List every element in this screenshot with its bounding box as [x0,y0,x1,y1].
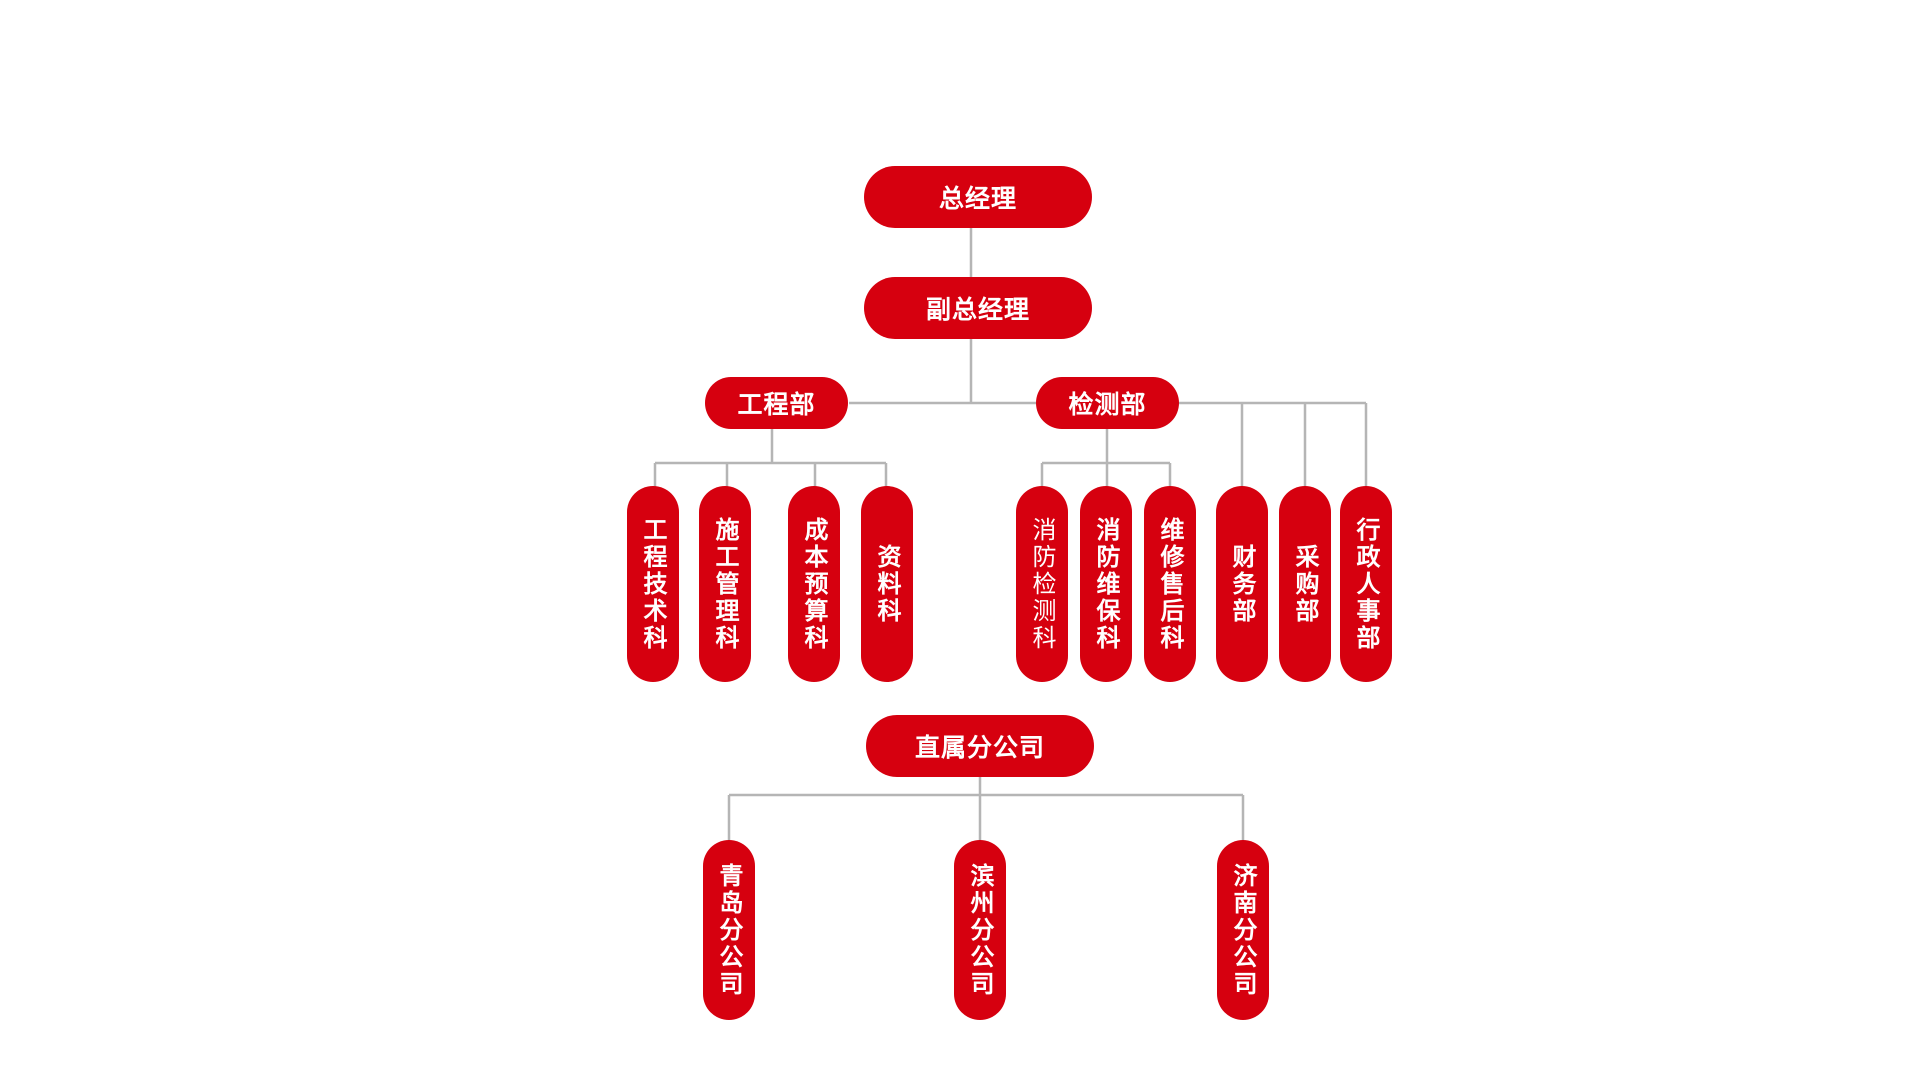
branch-box: 青岛分公司 [703,840,755,1020]
branch-label: 济南分公司 [1229,862,1257,998]
testing-unit-box: 消防维保科 [1080,486,1132,682]
branch-box: 济南分公司 [1217,840,1269,1020]
branch-label: 滨州分公司 [966,862,994,998]
other-dept-label: 采购部 [1291,543,1319,625]
branch-label: 青岛分公司 [715,862,743,998]
deputy-general-manager-box: 副总经理 [864,277,1092,339]
engineering-dept-box: 工程部 [705,377,848,429]
engineering-unit-label: 施工管理科 [711,516,739,652]
other-dept-box: 行政人事部 [1340,486,1392,682]
engineering-unit-label: 工程技术科 [639,516,667,652]
testing-unit-box: 消防检测科 [1016,486,1068,682]
testing-dept-box: 检测部 [1036,377,1179,429]
engineering-unit-label: 成本预算科 [800,516,828,652]
branches-box: 直属分公司 [866,715,1094,777]
engineering-unit-box: 工程技术科 [627,486,679,682]
other-dept-label: 财务部 [1228,543,1256,625]
other-dept-box: 采购部 [1279,486,1331,682]
testing-unit-box: 维修售后科 [1144,486,1196,682]
testing-unit-label: 消防检测科 [1028,516,1056,652]
branches-label: 直属分公司 [914,733,1045,762]
testing-dept-label: 检测部 [1068,390,1147,419]
general-manager-label: 总经理 [938,184,1017,213]
engineering-dept-label: 工程部 [737,390,816,419]
testing-unit-label: 维修售后科 [1156,516,1184,652]
engineering-unit-box: 资料科 [861,486,913,682]
other-dept-box: 财务部 [1216,486,1268,682]
engineering-unit-box: 施工管理科 [699,486,751,682]
deputy-general-manager-label: 副总经理 [925,295,1030,324]
testing-unit-label: 消防维保科 [1092,516,1120,652]
engineering-unit-box: 成本预算科 [788,486,840,682]
other-dept-label: 行政人事部 [1352,516,1380,652]
general-manager-box: 总经理 [864,166,1092,228]
engineering-unit-label: 资料科 [873,543,901,625]
branch-box: 滨州分公司 [954,840,1006,1020]
